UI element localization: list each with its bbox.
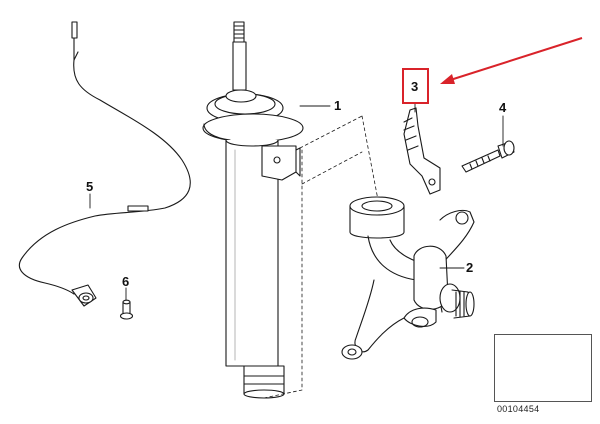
abs-sensor-cable: [18, 21, 191, 295]
highlight-arrow: [440, 37, 583, 84]
highlight-box: [402, 68, 429, 104]
callout-leaders: [89, 103, 504, 301]
callout-6: 6: [122, 274, 130, 289]
callout-3: 3: [411, 79, 419, 94]
callout-1: 1: [334, 98, 342, 113]
callout-5: 5: [86, 179, 94, 194]
abs-sensor: [71, 284, 97, 307]
callout-2: 2: [466, 260, 474, 275]
vehicle-thumbnail-frame: [494, 334, 592, 402]
alignment-guides: [263, 115, 379, 399]
holder-bracket: [403, 107, 441, 195]
callout-4: 4: [499, 100, 507, 115]
hex-bolt: [461, 140, 515, 173]
sensor-screw: [119, 299, 134, 320]
steering-knuckle: [341, 196, 475, 360]
reference-code: 00104454: [497, 404, 540, 414]
strut-assembly: [202, 21, 304, 399]
